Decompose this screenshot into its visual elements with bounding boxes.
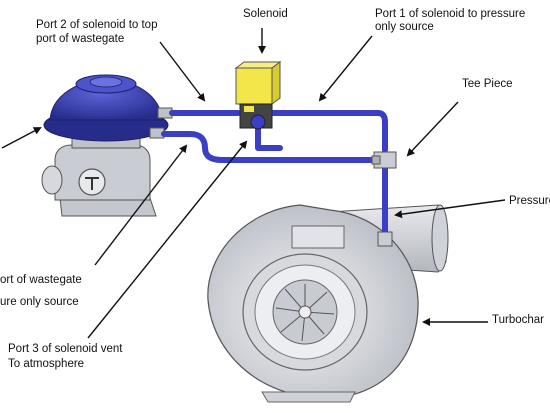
tee-piece: [371, 151, 397, 247]
label-wastegate-port-line1: ort of wastegate: [0, 274, 82, 286]
label-solenoid: Solenoid: [243, 8, 288, 20]
arrow-wastegate-port: [94, 144, 188, 266]
label-tee-piece: Tee Piece: [462, 78, 513, 90]
solenoid-valve: [234, 61, 282, 130]
arrow-port2: [159, 41, 206, 102]
turbocharger-body: [207, 204, 449, 403]
arrow-port3: [87, 140, 248, 339]
label-port3-line2: To atmosphere: [8, 358, 85, 370]
label-port1-line2: only source: [375, 21, 434, 33]
callout-arrows: [1, 28, 506, 339]
label-port2-line2: port of wastegate: [36, 33, 125, 45]
hose-lines: [161, 110, 388, 235]
label-turbocharger: Turbochar: [492, 314, 544, 326]
arrow-pressure: [394, 199, 506, 219]
wastegate-body: [41, 74, 173, 217]
arrow-wastegate: [1, 127, 42, 149]
label-wastegate-port-line2: ure only source: [0, 296, 79, 308]
label-port2-line1: Port 2 of solenoid to top: [36, 19, 158, 31]
arrow-port1: [318, 35, 373, 102]
label-port3-line1: Port 3 of solenoid vent: [8, 343, 123, 355]
label-port1-line1: Port 1 of solenoid to pressure: [375, 8, 526, 20]
arrow-tee-piece: [406, 101, 459, 157]
label-pressure: Pressure: [509, 195, 550, 207]
